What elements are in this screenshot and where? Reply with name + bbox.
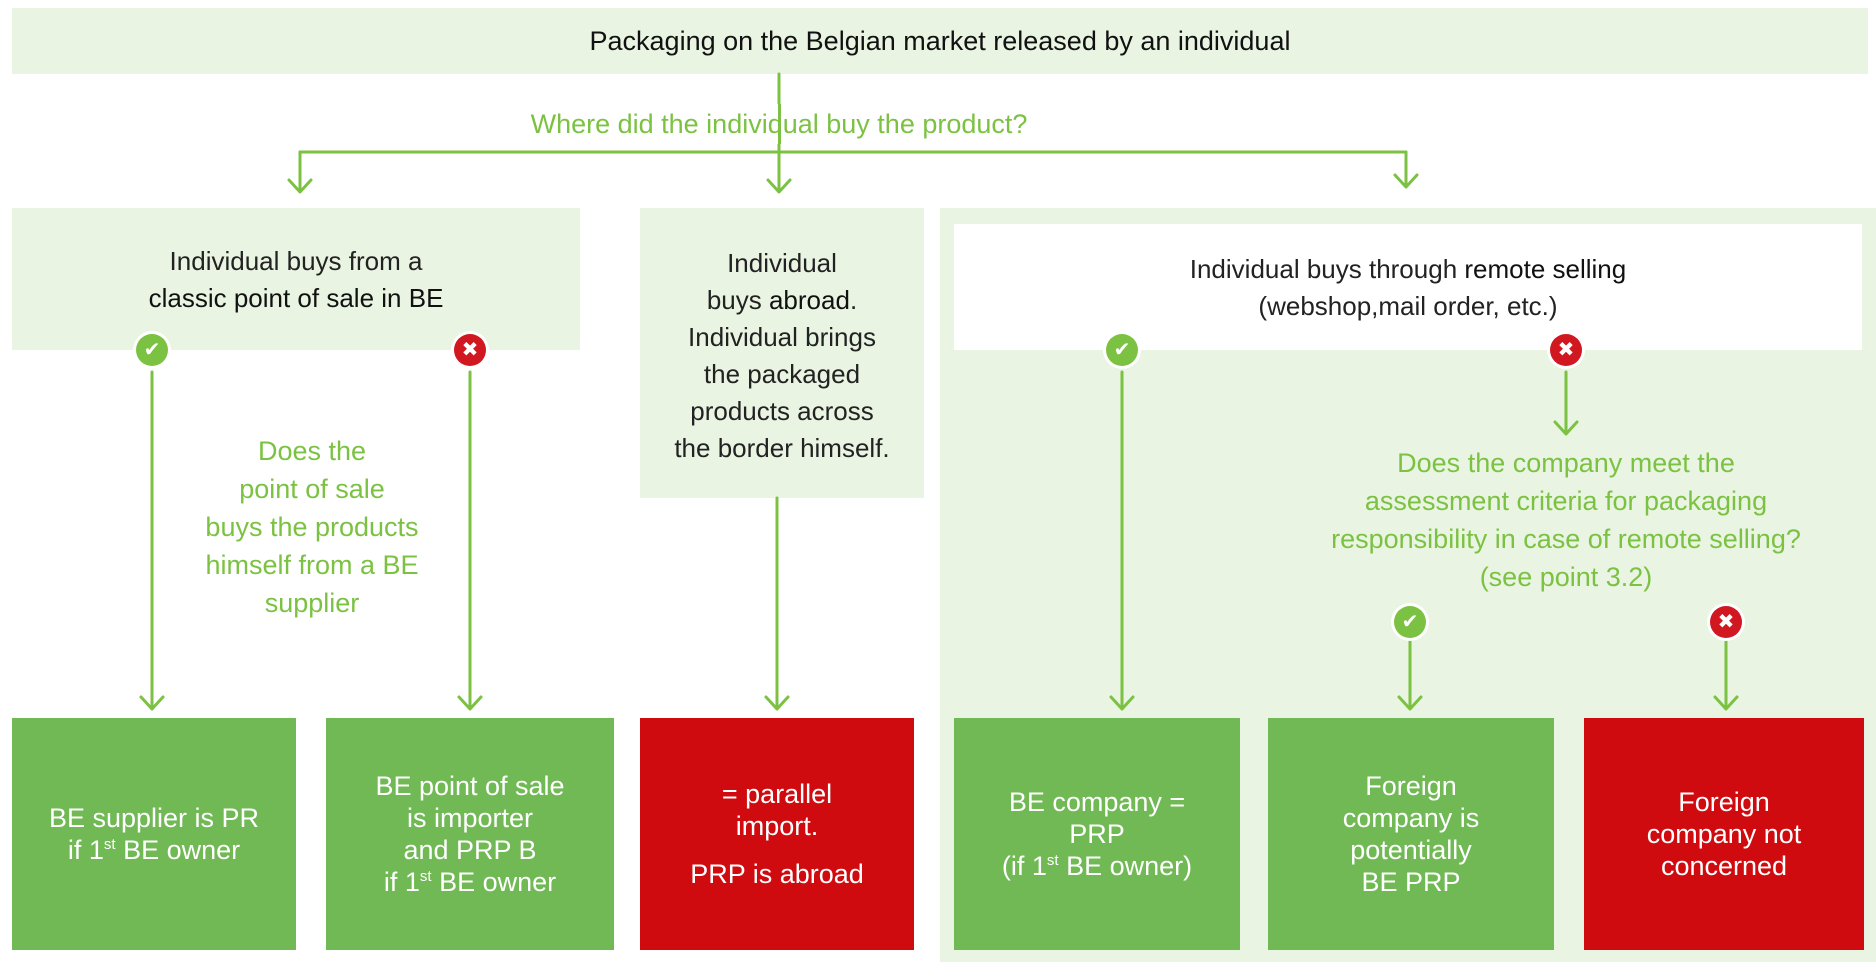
col1-question-line: himself from a BE: [205, 550, 419, 580]
result-line: concerned: [1660, 851, 1788, 881]
col3-question-line: assessment criteria for packaging: [1364, 486, 1768, 516]
col1-question-line: Does the: [257, 436, 367, 466]
col1-question: Does the point of sale buys the products…: [170, 432, 454, 622]
result-line: BE company =: [1008, 787, 1186, 817]
col3-heading-line1: Individual buys through remote selling: [1189, 254, 1627, 284]
col3-heading-line2: (webshop,mail order, etc.): [1258, 291, 1558, 321]
col2-line2: buys abroad.: [706, 285, 858, 315]
result-line: company is: [1342, 803, 1480, 833]
result-line: BE point of sale: [375, 771, 565, 801]
title-band: [12, 8, 1868, 74]
result-line: and PRP B: [403, 835, 537, 865]
col2-line5: products across: [690, 396, 874, 426]
result-line: is importer: [406, 803, 534, 833]
result-line: PRP: [1069, 819, 1125, 849]
col2-panel: [640, 208, 924, 498]
cross-icon: ✖: [454, 334, 486, 366]
col2-line4: the packaged: [703, 359, 861, 389]
col3-question-line: responsibility in case of remote selling…: [1331, 524, 1801, 554]
col1-question-line: buys the products: [205, 512, 419, 542]
col1-heading-line1: Individual buys from a: [169, 246, 423, 276]
diagram-title: Packaging on the Belgian market released…: [12, 8, 1868, 74]
col2-line1: Individual: [727, 248, 837, 278]
result-line: Foreign: [1678, 787, 1770, 817]
result-line: if 1st BE owner: [383, 867, 557, 897]
result-foreign-potential-prp: Foreign company is potentially BE PRP: [1268, 718, 1554, 950]
col1-heading: Individual buys from a classic point of …: [12, 240, 580, 320]
cross-icon: ✖: [1550, 334, 1582, 366]
col1-header-panel: [12, 208, 580, 350]
result-line: PRP is abroad: [690, 859, 864, 889]
col1-question-line: supplier: [264, 588, 360, 618]
title-text: Packaging on the Belgian market released…: [589, 25, 1291, 56]
check-icon: ✔: [1106, 334, 1138, 366]
result-be-point-of-sale: BE point of sale is importer and PRP B i…: [326, 718, 614, 950]
result-line: company not: [1646, 819, 1802, 849]
col3-question: Does the company meet the assessment cri…: [1270, 444, 1862, 596]
col1-heading-line2: classic point of sale in BE: [148, 283, 444, 313]
main-line-overlay: [778, 104, 781, 144]
result-parallel-import: = parallel import. PRP is abroad: [640, 718, 914, 950]
result-line: if 1st BE owner: [67, 835, 241, 865]
result-line: Foreign: [1365, 771, 1457, 801]
check-icon: ✔: [1394, 606, 1426, 638]
col1-question-line: point of sale: [239, 474, 385, 504]
result-line: BE PRP: [1361, 867, 1461, 897]
col2-line6: the border himself.: [674, 433, 890, 463]
result-line: = parallel: [721, 779, 833, 809]
result-be-supplier: BE supplier is PR if 1st BE owner: [12, 718, 296, 950]
col3-question-line: (see point 3.2): [1479, 562, 1653, 592]
col3-heading: Individual buys through remote selling (…: [954, 248, 1862, 328]
check-icon: ✔: [136, 334, 168, 366]
result-line: BE supplier is PR: [48, 803, 260, 833]
col3-question-line: Does the company meet the: [1397, 448, 1735, 478]
result-foreign-not-concerned: Foreign company not concerned: [1584, 718, 1864, 950]
result-line: potentially: [1350, 835, 1472, 865]
result-line: (if 1st BE owner): [1001, 851, 1193, 881]
col2-text: Individual buys abroad. Individual bring…: [640, 242, 924, 470]
col2-line3: Individual brings: [688, 322, 876, 352]
cross-icon: ✖: [1710, 606, 1742, 638]
col3-header-panel: [954, 224, 1862, 350]
result-line: import.: [735, 811, 819, 841]
result-be-company: BE company = PRP (if 1st BE owner): [954, 718, 1240, 950]
